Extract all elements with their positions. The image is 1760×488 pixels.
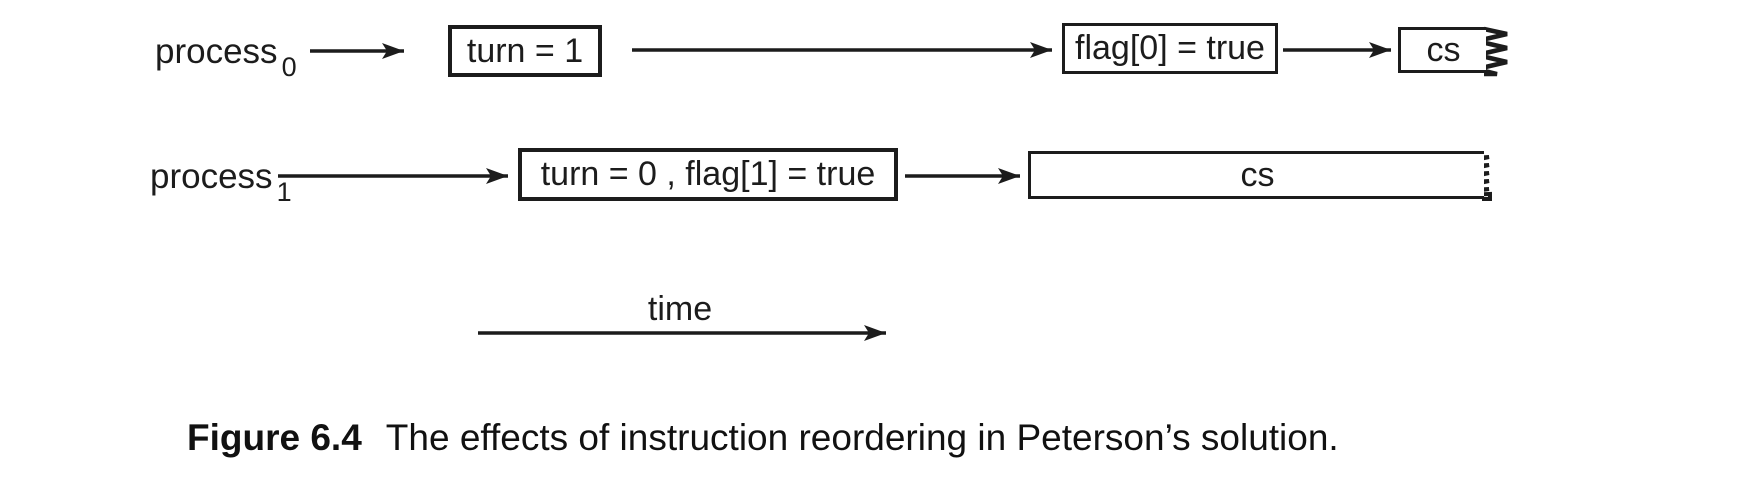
process0-label-text: process xyxy=(155,32,278,71)
process1-cs-box: cs xyxy=(1028,151,1484,199)
process0-subscript: 0 xyxy=(281,52,297,82)
process1-label-text: process xyxy=(150,157,273,196)
process0-turn-box-text: turn = 1 xyxy=(466,31,584,70)
process0-flag-box: flag[0] = true xyxy=(1062,23,1278,74)
figure-caption-number: Figure 6.4 xyxy=(187,417,362,458)
process0-flag-box-text: flag[0] = true xyxy=(1075,29,1265,67)
figure-caption: Figure 6.4 The effects of instruction reo… xyxy=(187,417,1339,459)
figure-caption-text: The effects of instruction reordering in… xyxy=(385,417,1339,458)
process1-cs-box-text: cs xyxy=(1240,155,1275,194)
process1-assign-box-text: turn = 0 , flag[1] = true xyxy=(540,155,876,193)
process0-cs-box-text: cs xyxy=(1426,30,1461,69)
time-axis-label: time xyxy=(647,290,713,328)
process0-cs-box: cs xyxy=(1398,27,1486,73)
process1-subscript: 1 xyxy=(276,177,292,207)
process0-turn-box: turn = 1 xyxy=(448,25,602,77)
process1-assign-box: turn = 0 , flag[1] = true xyxy=(518,148,898,201)
